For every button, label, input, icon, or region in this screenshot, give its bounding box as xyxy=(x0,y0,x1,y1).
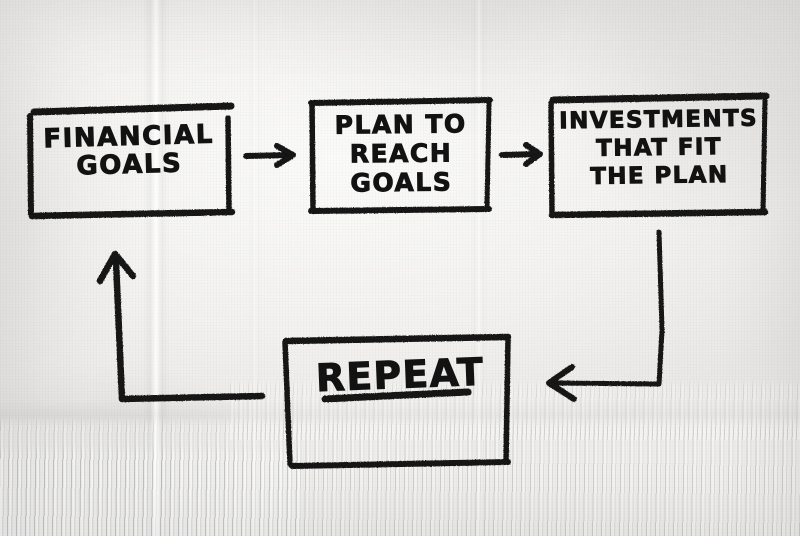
napkin-ribbed-band-left xyxy=(0,444,300,536)
napkin-fold-crease-middle xyxy=(248,0,262,536)
napkin-fold-crease-right xyxy=(470,0,488,536)
node-box-financial-goals[interactable] xyxy=(27,102,236,220)
node-label-financial-goals: FINANCIAL GOALS xyxy=(42,119,215,182)
node-label-investments: INVESTMENTS THAT FIT THE PLAN xyxy=(558,105,759,191)
node-label-repeat: REPEAT xyxy=(315,349,486,401)
repeat-underline xyxy=(321,388,472,403)
node-label-plan-reach-goals: PLAN TO REACH GOALS xyxy=(334,109,467,198)
arrow-plan-to-investments xyxy=(499,142,543,167)
node-box-investments[interactable] xyxy=(548,92,770,219)
arrow-investments-to-repeat xyxy=(546,229,665,402)
arrow-goals-to-plan xyxy=(243,143,296,168)
napkin-ribbed-band-lower xyxy=(0,416,800,536)
napkin-fold-crease-left xyxy=(143,0,169,536)
arrow-repeat-to-goals xyxy=(96,250,266,403)
napkin-fringe-edge xyxy=(0,400,800,426)
napkin-ribbed-band-upper xyxy=(230,380,800,440)
node-box-plan-reach-goals[interactable] xyxy=(308,97,493,214)
node-box-repeat[interactable] xyxy=(282,333,512,469)
